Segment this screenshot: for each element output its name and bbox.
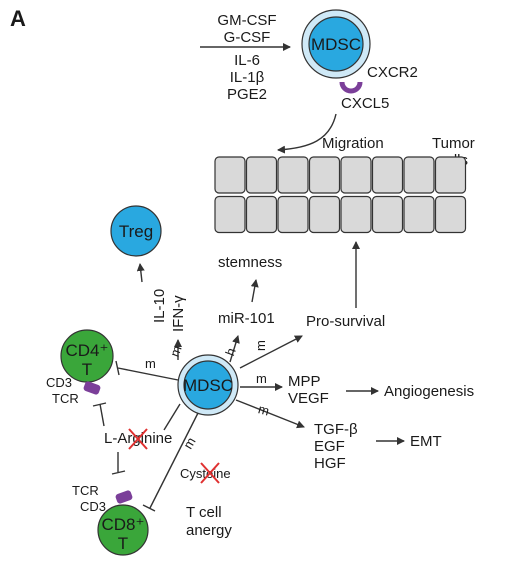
cd4-label: CD4⁺ xyxy=(66,341,109,360)
m-label-tgfb: m xyxy=(257,401,271,418)
m-label-prosurvival: m xyxy=(253,340,268,351)
tumor-cell xyxy=(308,195,341,234)
mdsc-cd4-inhibition-bar xyxy=(115,360,120,376)
tcr-top-label: TCR xyxy=(52,391,79,406)
mdsc-center-inner xyxy=(183,360,233,410)
anergy-line2: anergy xyxy=(186,522,232,539)
treg-circle xyxy=(110,205,162,257)
tumor-cell xyxy=(403,195,435,234)
migration-label: Migration xyxy=(322,135,384,152)
tumor-cell xyxy=(308,156,341,194)
panel-label: A xyxy=(10,6,26,31)
tumor-cell xyxy=(214,195,246,234)
larginine-cross-icon xyxy=(128,428,148,450)
tumor-cell xyxy=(403,156,435,194)
cd3-top-label: CD3 xyxy=(46,375,72,390)
cytokine-gmcsf: GM-CSF xyxy=(217,12,276,29)
il10-label: IL-10 xyxy=(151,289,168,323)
m-label-il10: m xyxy=(167,343,185,358)
m-label-cd8: m xyxy=(180,435,198,452)
tcr-bottom-label: TCR xyxy=(72,483,99,498)
tumor-cell xyxy=(245,156,278,194)
tumor-cell xyxy=(245,195,278,234)
tumor-cell xyxy=(214,156,246,194)
cd8-t-label: T xyxy=(118,534,128,553)
mdsc-top: MDSC xyxy=(301,9,371,79)
cd8-tcr-receptor-icon xyxy=(115,490,133,504)
larginine-tcr-bottom-bar xyxy=(111,470,126,475)
mdsc-center: MDSC xyxy=(177,354,239,416)
treg-cell: Treg xyxy=(110,205,162,257)
tumor-cell xyxy=(371,195,404,234)
cd4-t-label: T xyxy=(82,360,92,379)
cytokine-il1b: IL-1β xyxy=(230,69,265,86)
tumor-cell xyxy=(371,156,404,194)
cysteine-label: Cysteine xyxy=(180,466,231,481)
m-label-cd4: m xyxy=(145,356,156,371)
cytokine-list: GM-CSF G-CSF IL-6 IL-1β PGE2 xyxy=(217,12,276,103)
cysteine-cross-icon xyxy=(200,462,220,484)
cxcl5-label: CXCL5 xyxy=(341,95,389,112)
cd8-label: CD8⁺ xyxy=(102,515,145,534)
emt-label: EMT xyxy=(410,433,442,450)
egf-label: EGF xyxy=(314,438,345,455)
ifn-gamma-label: IFN-γ xyxy=(170,295,187,332)
mir101-to-stemness-arrow xyxy=(250,279,259,303)
cd8-t-cell: CD8⁺ T xyxy=(97,504,149,556)
cxcr2-receptor-icon xyxy=(339,81,363,94)
mpp-label: MPP xyxy=(288,373,321,390)
larginine-tcr-bar xyxy=(92,402,107,407)
prosurvival-label: Pro-survival xyxy=(306,313,385,330)
angiogenesis-label: Angiogenesis xyxy=(384,383,474,400)
cytokine-gcsf: G-CSF xyxy=(224,29,271,46)
cxcl5-migration-arrow xyxy=(277,113,337,154)
stemness-label: stemness xyxy=(218,254,282,271)
m-label-mpp: m xyxy=(256,371,267,386)
cd8-circle xyxy=(97,504,149,556)
hgf-label: HGF xyxy=(314,455,346,472)
mdsc-cd4-inhibition xyxy=(117,367,179,381)
h-label: h xyxy=(222,346,239,358)
cytokine-pge2: PGE2 xyxy=(227,86,267,103)
tumor-label-line1: Tumor xyxy=(432,135,475,152)
mdsc-to-larginine-arrow xyxy=(163,403,181,431)
mdsc-top-inner xyxy=(308,16,364,72)
vegf-label: VEGF xyxy=(288,390,329,407)
tumor-cell xyxy=(340,156,372,194)
il10-treg-arrow xyxy=(136,263,145,283)
tumor-cell xyxy=(434,156,467,194)
tgfb-label: TGF-β xyxy=(314,421,358,438)
mdsc-to-mir101-arrow xyxy=(229,335,240,363)
mdsc-top-label: MDSC xyxy=(311,35,361,54)
mdsc-to-prosurvival-arrow xyxy=(239,335,303,369)
anergy-line1: T cell xyxy=(186,504,222,521)
mdsc-center-label: MDSC xyxy=(183,376,233,395)
tumor-cells xyxy=(214,156,467,234)
tumor-cell xyxy=(277,195,309,234)
treg-label: Treg xyxy=(119,222,153,241)
mdsc-to-tgfb-arrow xyxy=(235,399,305,429)
tumor-cell xyxy=(340,195,372,234)
mdsc-cd8-inhibition-bar xyxy=(142,504,156,512)
cytokine-il6: IL-6 xyxy=(234,52,260,69)
cd3-bottom-label: CD3 xyxy=(80,499,106,514)
cxcr2-label: CXCR2 xyxy=(367,64,418,81)
mdsc-cd8-inhibition xyxy=(149,412,199,509)
mir101-label: miR-101 xyxy=(218,310,275,327)
cd4-tcr-receptor-icon xyxy=(83,381,101,395)
larginine-to-tcr-inhibition xyxy=(99,403,105,427)
tumor-cell xyxy=(277,156,309,194)
tumor-cell xyxy=(434,195,467,234)
